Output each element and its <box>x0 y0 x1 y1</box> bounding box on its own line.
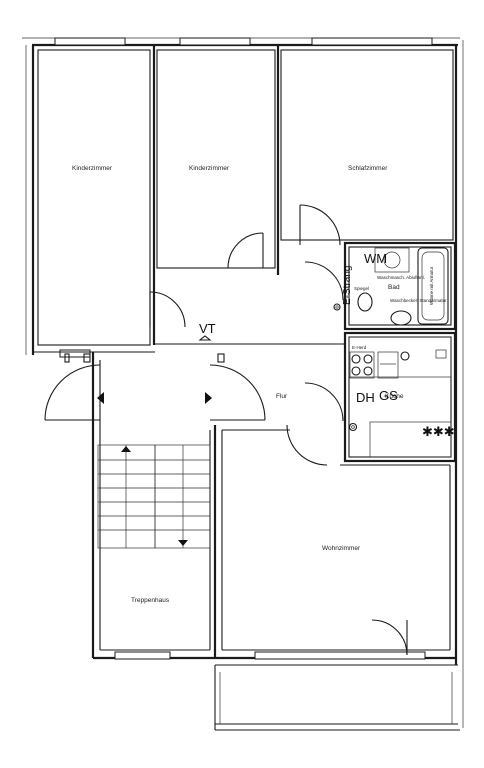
stove-marks: ✱✱✱ <box>422 424 455 439</box>
washing-machine <box>374 247 410 273</box>
outer-walls <box>22 37 464 731</box>
marker-e-strang: E-Strang <box>342 266 353 305</box>
stair-down-icon <box>178 540 188 546</box>
marker-dh: DH <box>356 390 375 405</box>
bathtub <box>417 247 449 325</box>
kitchen-fixtures: ✱✱✱ <box>348 349 455 439</box>
marker-wm: WM <box>364 251 387 266</box>
room-label-flur: Flur <box>276 393 288 400</box>
toilet <box>357 292 373 312</box>
note-waschmaschine: Waschmasch. Abluftanl. <box>377 275 425 280</box>
marker-vt: VT <box>199 321 216 336</box>
room-label-wohnzimmer: Wohnzimmer <box>322 545 361 552</box>
room-label-treppenhaus: Treppenhaus <box>131 597 170 604</box>
note-spiegel: Spiegel <box>354 286 369 291</box>
note-wanne: Wanne mit Armatur <box>429 266 434 305</box>
room-label-kinderzimmer-1: Kinderzimmer <box>72 165 113 172</box>
arrow-left-icon <box>97 392 104 404</box>
marker-gs: GS <box>379 388 398 403</box>
room-label-schlafzimmer: Schlafzimmer <box>348 165 388 172</box>
washbasin <box>390 310 412 326</box>
bath-fixtures <box>333 247 449 326</box>
kitchen-drain-icon <box>348 422 358 432</box>
note-waschbecken: Waschbecken Standarmatur <box>390 298 447 303</box>
top-windows <box>54 37 433 46</box>
wall-markers <box>64 335 225 363</box>
room-label-kinderzimmer-2: Kinderzimmer <box>189 165 230 172</box>
room-label-kueche: Küche <box>385 393 404 400</box>
marker-e-herd: E-Herd <box>352 345 367 350</box>
bottom-windows <box>59 349 426 660</box>
arrow-right-icon <box>205 392 212 404</box>
interior-walls <box>33 45 457 658</box>
room-label-bad: Bad <box>388 284 400 291</box>
drain-icon <box>333 303 341 311</box>
stair-up-icon <box>121 446 131 452</box>
doors <box>44 204 408 656</box>
staircase <box>97 444 211 549</box>
